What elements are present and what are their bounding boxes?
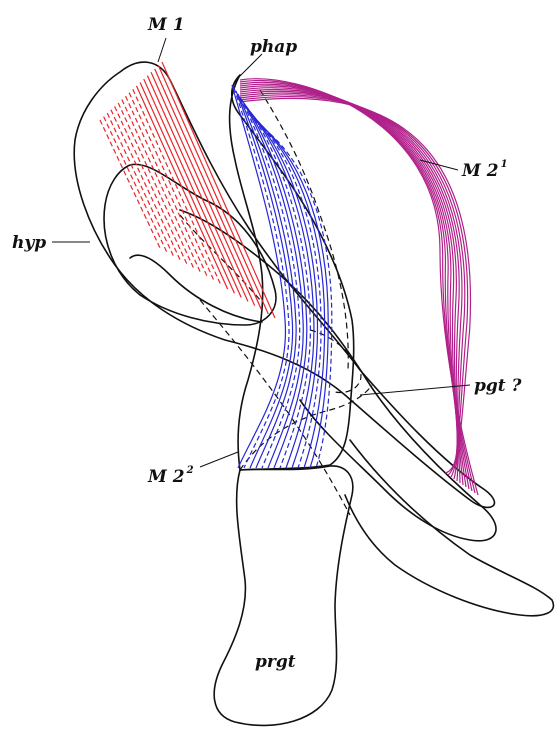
m1-fibre [118, 103, 194, 269]
label-m2-1-sup: 1 [501, 159, 508, 170]
label-m1: M 1 [147, 15, 185, 35]
label-pgt: pgt ? [474, 376, 523, 396]
label-hyp: hyp [12, 233, 46, 253]
phap-leader [240, 54, 262, 76]
m1-leader [158, 38, 166, 62]
dashed-internal-4 [260, 90, 348, 370]
prgt-outline [214, 466, 353, 726]
label-m2-1-text: M 2 [461, 161, 499, 181]
m2-1-fibre [240, 81, 475, 493]
label-m2-2-text: M 2 [147, 467, 185, 487]
m2-1-fibre [240, 90, 460, 483]
m1-fibre [104, 117, 167, 253]
m1-fibre [111, 110, 180, 261]
m2-2-leader [200, 452, 238, 467]
m1-fibre [158, 65, 268, 313]
m1-fibre [126, 96, 208, 277]
postgonite-ribbon [345, 440, 553, 616]
hypandrium-window [104, 164, 276, 325]
label-phap: phap [250, 37, 297, 57]
m1-fibre [122, 100, 201, 273]
label-m2-2-sup: 2 [186, 465, 194, 476]
label-prgt: prgt [255, 652, 296, 672]
